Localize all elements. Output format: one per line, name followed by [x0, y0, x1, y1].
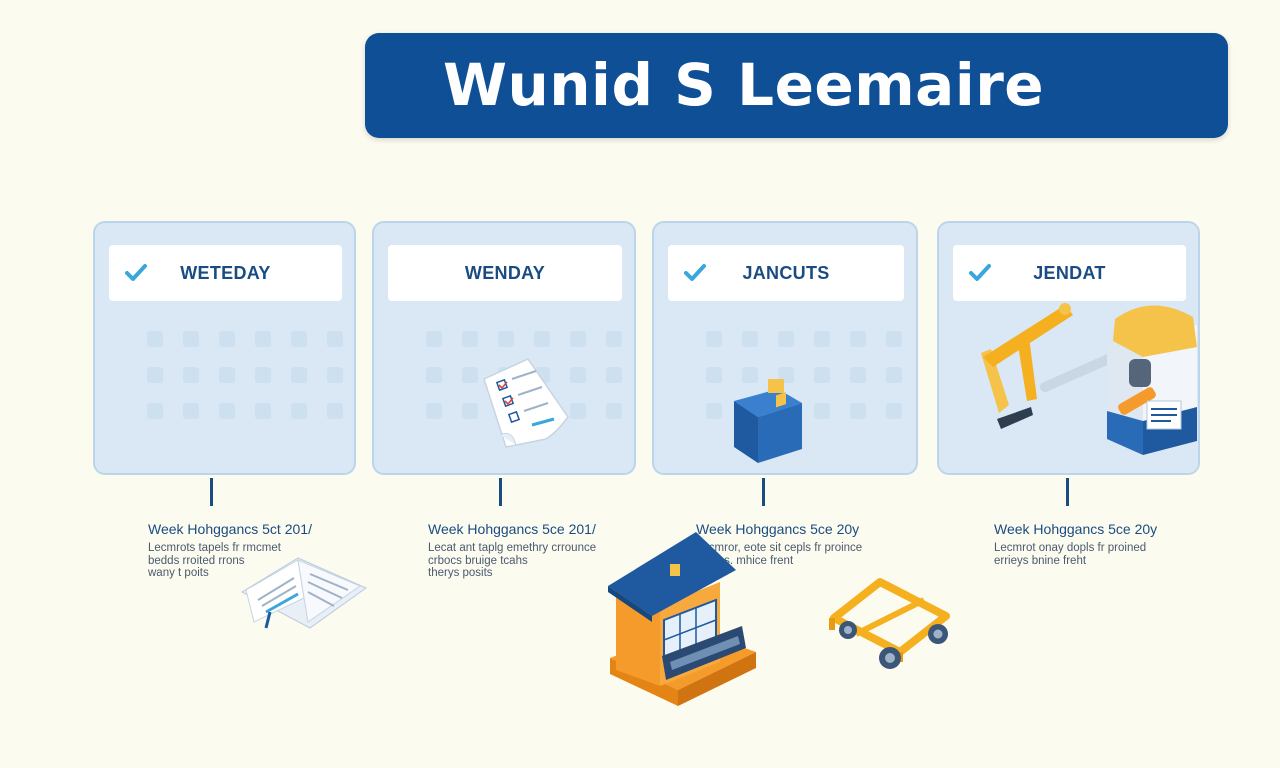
caption-line: Lecmror, eote sit cepls fr proince [696, 542, 863, 554]
caption-line: therys posits [428, 567, 493, 579]
stage-card-header: JENDAT [953, 245, 1186, 301]
caption-line: bedds rroited rrons [148, 554, 245, 567]
check-icon [684, 264, 706, 281]
checklist-icon [483, 358, 569, 448]
stage-card-header: JANCUTS [668, 245, 904, 301]
check-icon [125, 264, 147, 281]
stage-caption-4: Week Hohggancs 5ce 20y Lecmrot onay dopl… [994, 520, 1234, 567]
timeline-connector [762, 478, 765, 506]
stage-caption-2: Week Hohggancs 5ce 201/ Lecat ant taplg … [428, 520, 668, 580]
timeline-connector [210, 478, 213, 506]
cart-icon [829, 578, 950, 669]
stage-label: WENDAY [464, 262, 546, 283]
check-icon [969, 264, 991, 281]
stage-label: WETEDAY [180, 262, 271, 283]
timeline-connector [499, 478, 502, 506]
caption-body: Lecmrots tapels fr rmcmet bedds rroited … [148, 542, 388, 580]
stage-label: JANCUTS [742, 262, 830, 283]
building-icon [608, 532, 756, 706]
caption-title: Week Hohggancs 5ce 20y [994, 521, 1158, 537]
stage-label: JENDAT [1033, 262, 1106, 283]
caption-body: Lecat ant taplg emethry crrounce crbocs … [428, 542, 668, 580]
stage-card-header: WETEDAY [109, 245, 342, 301]
open-book-icon [240, 557, 368, 629]
stage-caption-1: Week Hohggancs 5ct 201/ Lecmrots tapels … [148, 520, 388, 580]
caption-line: Lecmrots tapels fr rmcmet [148, 542, 281, 554]
caption-line: wany t poits [148, 567, 209, 579]
caption-title: Week Hohggancs 5ce 201/ [428, 521, 596, 537]
calendar-grid [147, 331, 343, 419]
caption-line: Lecmrot onay dopls fr proined [994, 542, 1147, 554]
stage-card-3: JANCUTS [652, 221, 918, 475]
caption-line: Lecat ant taplg emethry crrounce [428, 542, 597, 554]
stage-card-1: WETEDAY [93, 221, 356, 475]
caption-title: Week Hohggancs 5ct 201/ [148, 521, 312, 537]
page-title: Wunid S Leemaire [443, 51, 1045, 119]
crane-machine-icon [981, 303, 1197, 455]
stage-card-2: WENDAY [372, 221, 636, 475]
toolbox-icon [734, 379, 802, 463]
stage-card-4: JENDAT [937, 221, 1200, 475]
title-banner: Wunid S Leemaire [365, 33, 1228, 138]
caption-body: Lecmrot onay dopls fr proined errieys bn… [994, 542, 1234, 567]
caption-line: errieys bnine freht [994, 554, 1087, 567]
caption-title: Week Hohggancs 5ce 20y [696, 521, 860, 537]
timeline-connector [1066, 478, 1069, 506]
caption-line: crbocs bruige tcahs [428, 554, 528, 567]
stage-card-header: WENDAY [388, 245, 622, 301]
